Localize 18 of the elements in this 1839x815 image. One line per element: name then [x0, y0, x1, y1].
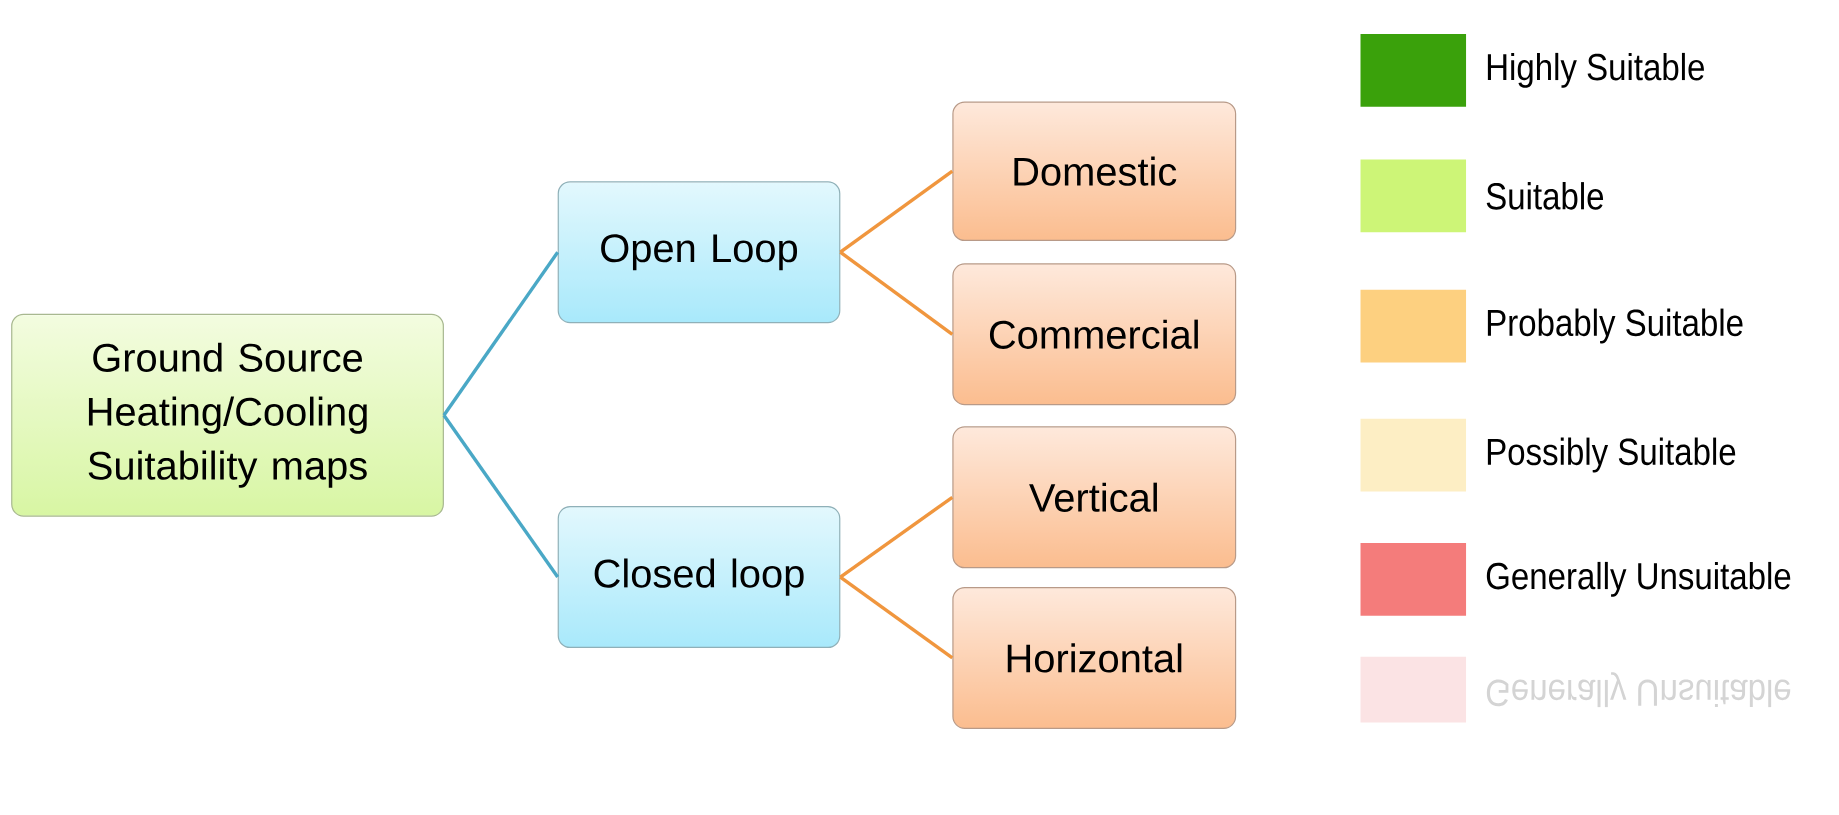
connector-line — [839, 495, 954, 579]
connector-line — [839, 575, 954, 660]
legend-label: Suitable — [1486, 182, 1604, 210]
category-box: Closed loop — [557, 506, 841, 648]
connector-line — [839, 250, 954, 336]
connector-line — [442, 251, 560, 417]
legend-label: Generally Unsuitable — [1486, 561, 1791, 597]
category-box: Vertical — [952, 426, 1237, 569]
category-box: Open Loop — [557, 181, 841, 324]
category-box: Domestic — [952, 101, 1237, 241]
connector-line — [839, 169, 954, 254]
legend-label: Probably Suitable — [1487, 308, 1743, 344]
legend-label: Highly Suitable — [1487, 52, 1704, 88]
root-box: Ground Source Heating/Cooling Suitability maps — [11, 313, 444, 517]
legend-label: Possibly Suitable — [1487, 437, 1736, 473]
category-box: Horizontal — [952, 586, 1237, 729]
category-box: Commercial — [952, 263, 1237, 406]
connector-line — [442, 414, 560, 578]
